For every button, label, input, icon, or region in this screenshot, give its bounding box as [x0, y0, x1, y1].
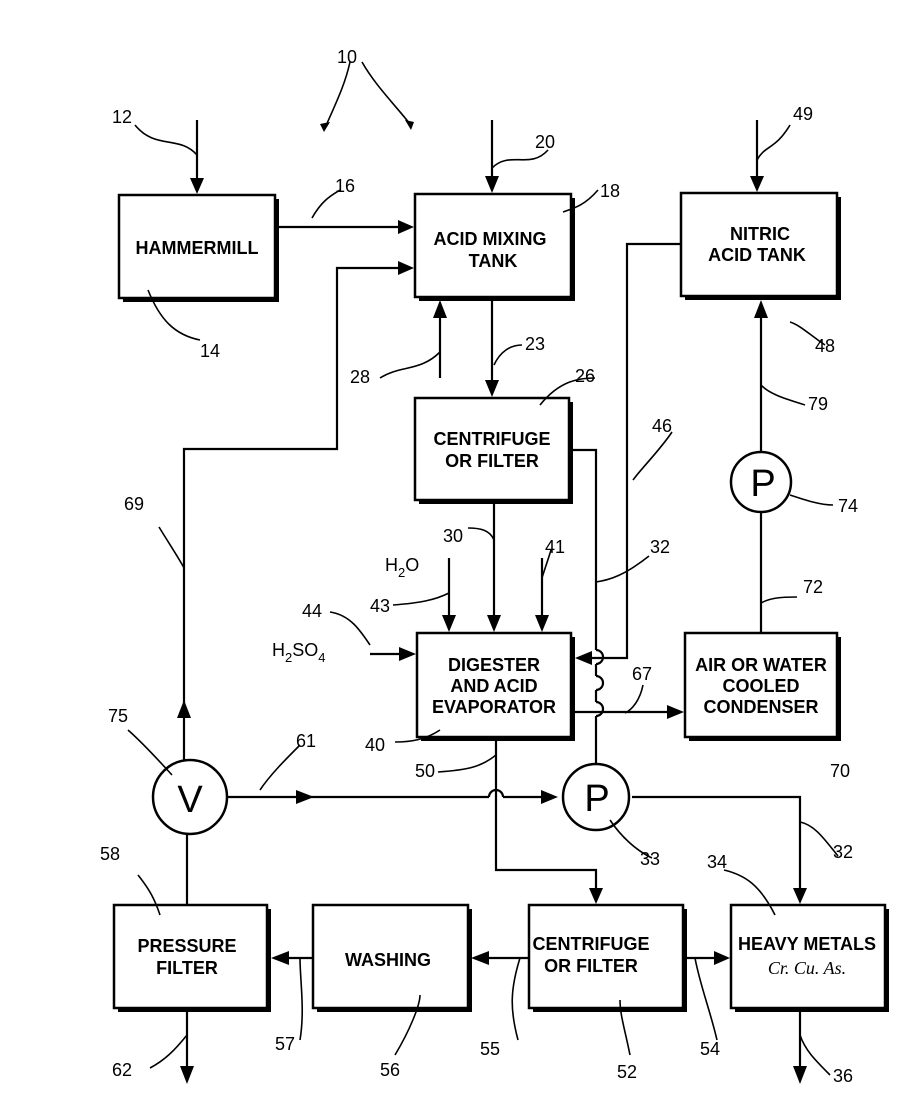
ref-14: 14: [200, 341, 220, 361]
centrifuge-bot-label-1: CENTRIFUGE: [533, 934, 650, 954]
ref-50: 50: [415, 761, 435, 781]
ref-33: 33: [640, 849, 660, 869]
ref-32b: 32: [833, 842, 853, 862]
ref-62: 62: [112, 1060, 132, 1080]
digester-label-3: EVAPORATOR: [432, 697, 556, 717]
flow-54: [683, 951, 730, 965]
ref-54: 54: [700, 1039, 720, 1059]
ref-57: 57: [275, 1034, 295, 1054]
condenser-label-2: COOLED: [722, 676, 799, 696]
ref-69: 69: [124, 494, 144, 514]
ref-30: 30: [443, 526, 463, 546]
flow-23: [485, 298, 499, 397]
ref-48: 48: [815, 336, 835, 356]
pressure-label-2: FILTER: [156, 958, 218, 978]
ref-40: 40: [365, 735, 385, 755]
ref-20: 20: [535, 132, 555, 152]
ref-75: 75: [108, 706, 128, 726]
heavy-metals-box: HEAVY METALS Cr. Cu. As.: [731, 905, 889, 1012]
ref-16: 16: [335, 176, 355, 196]
flow-55: [471, 951, 529, 965]
ref-28: 28: [350, 367, 370, 387]
flow-16: [277, 220, 414, 234]
ref-26: 26: [575, 366, 595, 386]
ref-55: 55: [480, 1039, 500, 1059]
flow-61: [228, 790, 558, 804]
washing-label: WASHING: [345, 950, 431, 970]
flow-62: [180, 1008, 194, 1084]
flow-57: [271, 951, 313, 965]
pressure-filter-box: PRESSURE FILTER: [114, 905, 271, 1012]
svg-text:H2O: H2O: [385, 555, 419, 580]
washing-box: WASHING: [313, 905, 472, 1012]
nitric-label-2: ACID TANK: [708, 245, 806, 265]
ref-61: 61: [296, 731, 316, 751]
ref-36: 36: [833, 1066, 853, 1086]
centrifuge-top-box: CENTRIFUGE OR FILTER: [415, 398, 573, 504]
hammermill-label: HAMMERMILL: [136, 238, 259, 258]
ref-56: 56: [380, 1060, 400, 1080]
ref-72: 72: [803, 577, 823, 597]
flow-69: [177, 261, 414, 775]
flow-28: [433, 300, 447, 378]
flow-79: [754, 300, 768, 457]
pump-74-label: P: [750, 463, 775, 505]
ref-23: 23: [525, 334, 545, 354]
digester-label-1: DIGESTER: [448, 655, 540, 675]
flow-44: [370, 647, 416, 661]
ref-79: 79: [808, 394, 828, 414]
ref-18: 18: [600, 181, 620, 201]
ref-74: 74: [838, 496, 858, 516]
centrifuge-top-label-2: OR FILTER: [445, 451, 539, 471]
centrifuge-top-label-1: CENTRIFUGE: [434, 429, 551, 449]
heavy-label-1: HEAVY METALS: [738, 934, 876, 954]
flow-12: [190, 120, 204, 194]
centrifuge-bottom-box: CENTRIFUGE OR FILTER: [529, 905, 687, 1012]
flow-46: [575, 244, 681, 665]
ref-58: 58: [100, 844, 120, 864]
condenser-label-1: AIR OR WATER: [695, 655, 827, 675]
nitric-label-1: NITRIC: [730, 224, 790, 244]
digester-label-2: AND ACID: [450, 676, 537, 696]
flow-30: [487, 502, 501, 632]
h2o-label: H2O: [385, 555, 419, 580]
hammermill-box: HAMMERMILL: [119, 195, 279, 302]
ref-70: 70: [830, 761, 850, 781]
nitric-acid-tank-box: NITRIC ACID TANK: [681, 193, 841, 300]
ref-32a: 32: [650, 537, 670, 557]
condenser-label-3: CONDENSER: [703, 697, 818, 717]
pump-33: P: [563, 764, 629, 830]
ref-41: 41: [545, 537, 565, 557]
heavy-label-2: Cr. Cu. As.: [768, 958, 846, 978]
svg-text:H2SO4: H2SO4: [272, 640, 325, 665]
h2so4-label: H2SO4: [272, 640, 325, 665]
ref-52: 52: [617, 1062, 637, 1082]
pressure-label-1: PRESSURE: [137, 936, 236, 956]
ref-67: 67: [632, 664, 652, 684]
acid-mixing-label-2: TANK: [469, 251, 518, 271]
condenser-box: AIR OR WATER COOLED CONDENSER: [685, 633, 841, 741]
ref-12: 12: [112, 107, 132, 127]
acid-mixing-tank-box: ACID MIXING TANK: [415, 194, 575, 301]
pump-74: P: [731, 452, 791, 512]
ref-43: 43: [370, 596, 390, 616]
acid-mixing-label-1: ACID MIXING: [433, 229, 546, 249]
flow-41: [535, 558, 549, 632]
ref-34: 34: [707, 852, 727, 872]
pump-33-label: P: [584, 778, 609, 820]
ref-44: 44: [302, 601, 322, 621]
ref-10: 10: [337, 47, 357, 67]
ref-46: 46: [652, 416, 672, 436]
flow-20: [485, 120, 499, 193]
valve-75-label: V: [177, 779, 203, 821]
centrifuge-bot-label-2: OR FILTER: [544, 956, 638, 976]
valve-75: V: [153, 760, 227, 834]
ref-49: 49: [793, 104, 813, 124]
flow-49: [750, 120, 764, 192]
digester-box: DIGESTER AND ACID EVAPORATOR: [417, 633, 575, 741]
